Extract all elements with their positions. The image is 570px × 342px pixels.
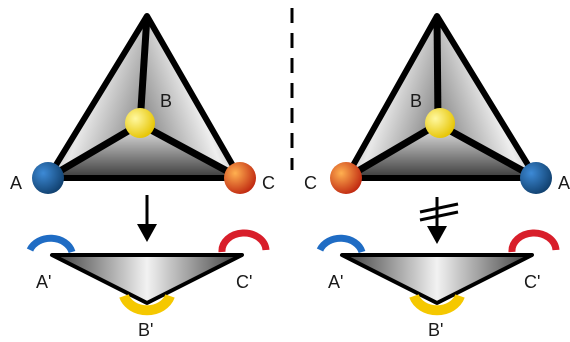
label-c-prime: C' bbox=[236, 272, 252, 292]
arrow-down-icon bbox=[137, 195, 157, 242]
ball-a bbox=[32, 162, 64, 194]
site-c-prime-right bbox=[508, 229, 560, 253]
label-a-right: A bbox=[558, 173, 570, 193]
ball-c bbox=[224, 162, 256, 194]
label-c: C bbox=[262, 173, 275, 193]
site-b-prime-right bbox=[409, 293, 465, 316]
ball-b bbox=[125, 108, 155, 138]
left-panel: B A C A' C' B' bbox=[10, 13, 275, 340]
site-b-prime bbox=[119, 293, 175, 316]
label-b-right: B bbox=[410, 91, 422, 111]
label-c-right: C bbox=[304, 173, 317, 193]
label-a-prime-right: A' bbox=[328, 272, 343, 292]
blocked-arrow-down-icon bbox=[419, 197, 459, 244]
right-binding-site bbox=[316, 229, 560, 316]
label-b: B bbox=[160, 91, 172, 111]
site-c-prime bbox=[218, 229, 270, 253]
site-a-prime-right bbox=[316, 234, 366, 254]
ball-a-right bbox=[520, 162, 552, 194]
left-binding-site bbox=[26, 229, 270, 316]
right-panel: B C A A' C' B' bbox=[304, 13, 570, 340]
label-b-prime-right: B' bbox=[428, 320, 443, 340]
left-tetrahedron bbox=[32, 13, 256, 194]
label-b-prime: B' bbox=[138, 320, 153, 340]
label-c-prime-right: C' bbox=[524, 272, 540, 292]
label-a: A bbox=[10, 173, 22, 193]
right-tetrahedron bbox=[330, 13, 552, 194]
label-a-prime: A' bbox=[36, 272, 51, 292]
ball-c-right bbox=[330, 162, 362, 194]
site-a-prime bbox=[26, 234, 76, 254]
ball-b-right bbox=[425, 108, 455, 138]
